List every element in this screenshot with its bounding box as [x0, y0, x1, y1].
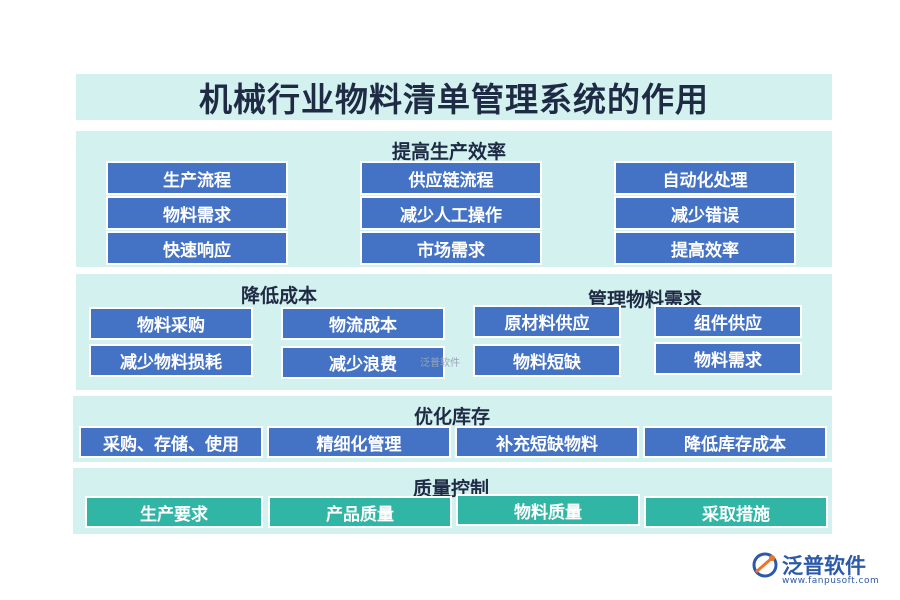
brand-logo: 泛普软件 www.fanpusoft.com: [752, 550, 882, 590]
efficiency-item: 自动化处理: [614, 161, 796, 195]
efficiency-title: 提高生产效率: [392, 141, 507, 163]
watermark: 泛普软件: [420, 358, 460, 369]
quality-item: 生产要求: [85, 496, 263, 528]
cost-item: 减少浪费: [281, 346, 445, 379]
inventory-item: 降低库存成本: [643, 426, 827, 458]
demand-item: 原材料供应: [473, 305, 621, 338]
efficiency-item: 市场需求: [360, 231, 542, 265]
demand-item: 物料需求: [654, 342, 802, 375]
efficiency-item: 快速响应: [106, 231, 288, 265]
cost-title: 降低成本: [241, 285, 318, 307]
title-bar: 机械行业物料清单管理系统的作用: [76, 74, 832, 120]
cost-item: 物流成本: [281, 307, 445, 340]
efficiency-item: 提高效率: [614, 231, 796, 265]
efficiency-item: 减少人工操作: [360, 196, 542, 230]
logo-name: 泛普软件: [782, 554, 866, 578]
logo-url: www.fanpusoft.com: [782, 576, 880, 586]
quality-item: 物料质量: [456, 494, 640, 526]
quality-item: 产品质量: [268, 496, 452, 528]
inventory-title: 优化库存: [414, 406, 491, 428]
inventory-item: 补充短缺物料: [455, 426, 639, 458]
inventory-item: 采购、存储、使用: [79, 426, 263, 458]
demand-item: 物料短缺: [473, 344, 621, 377]
efficiency-item: 减少错误: [614, 196, 796, 230]
efficiency-item: 物料需求: [106, 196, 288, 230]
efficiency-item: 生产流程: [106, 161, 288, 195]
cost-item: 物料采购: [89, 307, 253, 340]
cost-item: 减少物料损耗: [89, 344, 253, 377]
efficiency-item: 供应链流程: [360, 161, 542, 195]
logo-mark-icon: [752, 552, 778, 578]
inventory-item: 精细化管理: [267, 426, 451, 458]
demand-item: 组件供应: [654, 305, 802, 338]
diagram-title: 机械行业物料清单管理系统的作用: [199, 80, 709, 119]
quality-item: 采取措施: [644, 496, 828, 528]
